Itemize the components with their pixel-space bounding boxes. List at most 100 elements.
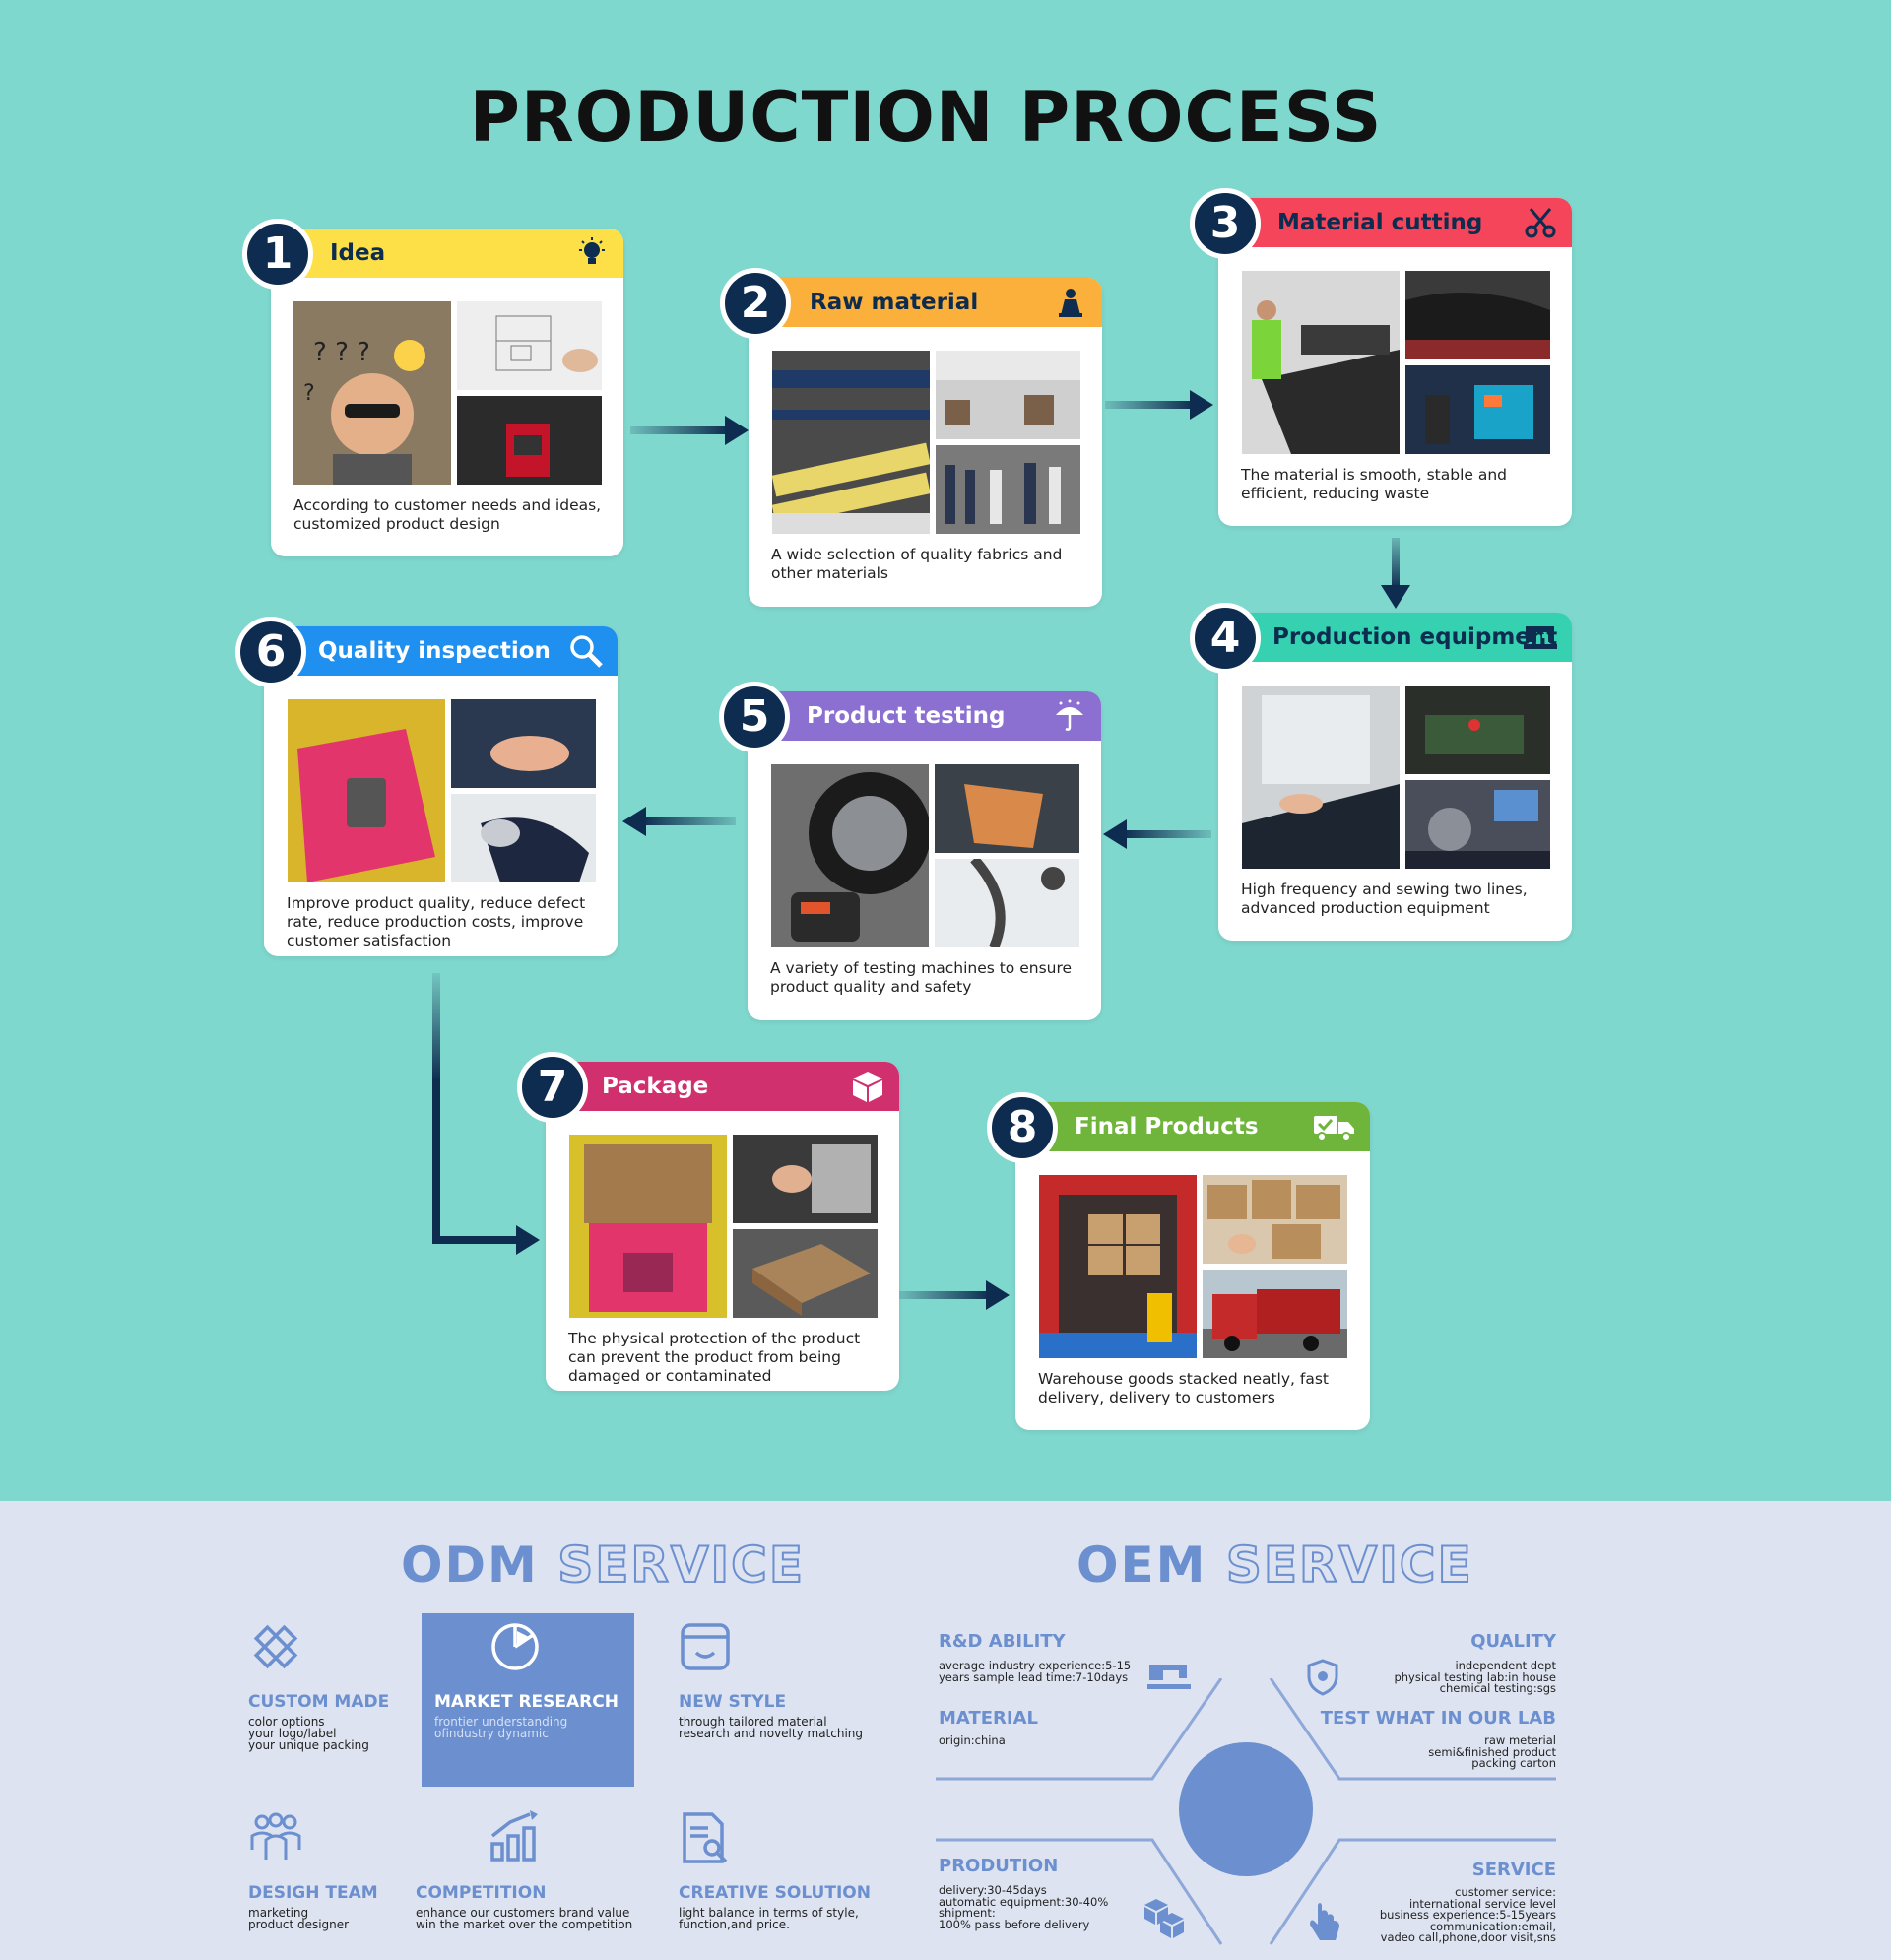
odm-competition: COMPETITION enhance our customers brand … — [416, 1810, 642, 1948]
oem-block-desc: raw meterial semi&finished product packi… — [1428, 1733, 1556, 1770]
step-photos — [771, 764, 1079, 947]
step-photos — [1242, 271, 1550, 454]
page-title: PRODUCTION PROCESS — [469, 77, 1383, 158]
design-tools-icon — [253, 1624, 298, 1669]
odm-heading: ODM SERVICE — [401, 1535, 806, 1595]
magnifier-icon — [570, 635, 603, 668]
step-card-idea: Idea ? ? ?? According to customer needs … — [271, 229, 623, 556]
odm-market-research: MARKET RESEARCH frontier understanding o… — [434, 1619, 631, 1767]
oem-block-desc: origin:china — [939, 1733, 1006, 1747]
photo-container-loading — [1039, 1175, 1197, 1358]
oem-block-desc: customer service: international service … — [1379, 1885, 1556, 1944]
odm-item-title: CREATIVE SOLUTION — [679, 1883, 871, 1903]
step-card-raw-material: Raw material A wide selection of quality… — [749, 278, 1102, 607]
card-header — [271, 229, 623, 278]
delivery-truck-icon — [1314, 1116, 1354, 1142]
step-badge-1: 1 — [242, 219, 313, 290]
photo-cutting-machine — [1405, 365, 1550, 454]
card-header — [264, 626, 618, 676]
photo-design-software — [457, 396, 602, 485]
photo-fabric-rolls — [772, 351, 930, 534]
step-badge-2: 2 — [720, 268, 791, 339]
photo-material-test — [935, 859, 1079, 947]
step-card-package: Package The physical protection of the p… — [546, 1062, 899, 1391]
odm-heading-bold: ODM — [401, 1536, 539, 1594]
card-header — [1015, 1102, 1370, 1151]
photo-wrapping — [733, 1135, 878, 1223]
step-caption: Warehouse goods stacked neatly, fast del… — [1038, 1370, 1329, 1406]
odm-heading-outline: SERVICE — [556, 1535, 806, 1595]
photo-material-sheets — [1405, 271, 1550, 359]
document-search-icon — [683, 1812, 728, 1863]
photo-sketch — [457, 301, 602, 390]
lightbulb-icon — [579, 237, 605, 264]
oem-block-desc: independent dept physical testing lab:in… — [1394, 1659, 1556, 1695]
oem-diagram-lines — [936, 1678, 1556, 1945]
photo-seam-check — [451, 699, 596, 788]
sewing-machine-icon — [1147, 1665, 1191, 1689]
pie-chart-icon — [491, 1623, 539, 1670]
odm-item-desc: enhance our customers brand value win th… — [416, 1906, 633, 1931]
card-header — [546, 1062, 899, 1111]
odm-item-title: NEW STYLE — [679, 1692, 787, 1712]
odm-item-title: COMPETITION — [416, 1883, 547, 1903]
card-header — [748, 691, 1101, 741]
step-caption: A variety of testing machines to ensure … — [770, 959, 1073, 996]
photo-equipment-monitor — [1405, 780, 1550, 869]
photo-bag-detail — [451, 794, 596, 882]
oem-block-title: TEST WHAT IN OUR LAB — [1320, 1708, 1556, 1729]
odm-item-title: CUSTOM MADE — [248, 1692, 390, 1712]
oem-block-title: QUALITY — [1470, 1631, 1556, 1652]
step-title: Production equipment — [1272, 624, 1558, 650]
step-badge-8: 8 — [987, 1092, 1058, 1163]
umbrella-icon — [1056, 699, 1083, 731]
step-card-product-testing: Product testing A variety of testing mac… — [748, 691, 1101, 1020]
photo-cutting-table — [1242, 271, 1400, 454]
sewing-machine-icon — [1524, 626, 1557, 649]
oem-heading-bold: OEM — [1076, 1536, 1207, 1594]
arrow-elbow-6-7 — [432, 973, 540, 1255]
odm-new-style: NEW STYLE through tailored material rese… — [679, 1619, 876, 1767]
step-badge-6: 6 — [235, 617, 306, 687]
step-photos — [288, 699, 596, 882]
step-title: Product testing — [807, 703, 1006, 729]
arrow-left-4-5 — [1103, 819, 1211, 849]
step-badge-7: 7 — [517, 1052, 588, 1123]
photo-bag-test — [935, 764, 1079, 853]
market-research-highlight — [422, 1613, 634, 1787]
odm-item-desc: light balance in terms of style, functio… — [679, 1906, 859, 1931]
oem-heading: OEM SERVICE — [1076, 1535, 1473, 1595]
step-caption: According to customer needs and ideas, c… — [293, 496, 602, 533]
step-title: Raw material — [810, 290, 979, 315]
step-photos — [772, 351, 1080, 534]
step-photos: ? ? ?? — [293, 301, 602, 485]
step-badge-4: 4 — [1190, 603, 1261, 674]
arrow-right-7-8 — [899, 1280, 1010, 1310]
services-section: ODM SERVICE OEM SERVICE CUSTOM MADE colo… — [0, 1501, 1891, 1960]
growth-chart-icon — [490, 1810, 538, 1862]
team-icon — [250, 1812, 301, 1860]
photo-welding-machine — [1405, 686, 1550, 774]
step-photos — [1039, 1175, 1347, 1358]
odm-item-desc: through tailored material research and n… — [679, 1715, 864, 1740]
scissors-icon — [1525, 208, 1556, 238]
step-caption: The material is smooth, stable and effic… — [1241, 466, 1508, 502]
oem-block-title: MATERIAL — [939, 1708, 1038, 1729]
step-caption: High frequency and sewing two lines, adv… — [1241, 881, 1528, 917]
step-title: Final Products — [1075, 1114, 1259, 1140]
step-caption: A wide selection of quality fabrics and … — [771, 546, 1063, 582]
odm-custom-made: CUSTOM MADE color options your logo/labe… — [248, 1619, 445, 1767]
photo-warehouse-goods — [1203, 1175, 1347, 1264]
photo-thinking-man: ? ? ?? — [293, 301, 451, 485]
photo-warehouse — [936, 351, 1080, 439]
card-header — [1218, 198, 1572, 247]
step-caption: Improve product quality, reduce defect r… — [287, 894, 586, 949]
card-header — [1218, 613, 1572, 662]
odm-item-desc: color options your logo/label your uniqu… — [248, 1715, 369, 1752]
arrow-left-5-6 — [622, 807, 736, 836]
arrow-down-3-4 — [1381, 538, 1410, 609]
odm-item-title: DESIGH TEAM — [248, 1883, 378, 1903]
oem-heading-outline: SERVICE — [1225, 1535, 1473, 1595]
oem-block-title: SERVICE — [1471, 1860, 1556, 1880]
box-icon — [853, 1072, 882, 1102]
